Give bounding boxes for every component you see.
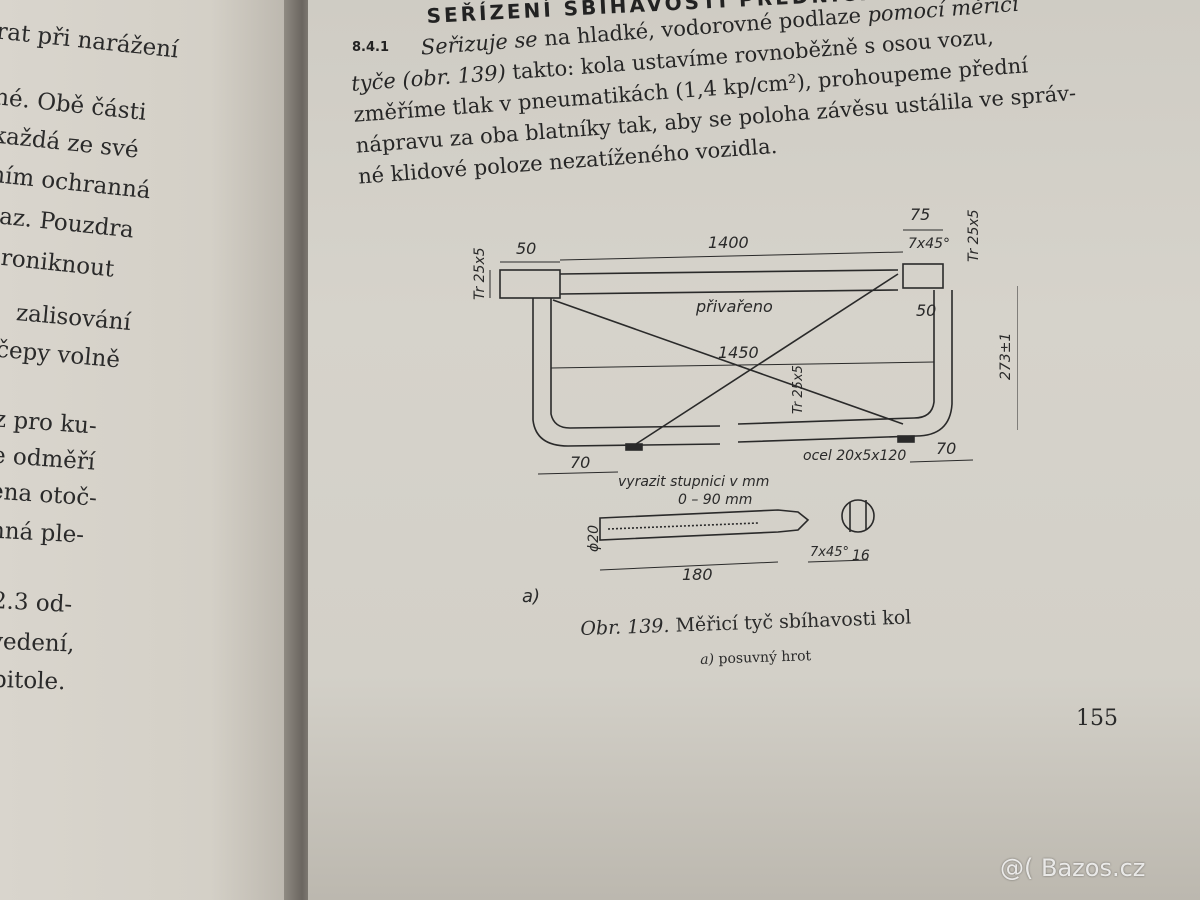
label-range: 0 – 90 mm (678, 492, 752, 508)
section-number: 8.4.1 (352, 40, 390, 55)
dim-1450: 1450 (718, 343, 759, 362)
dim-75: 75 (910, 205, 930, 224)
left-text-line: rat při narážení (0, 18, 180, 64)
dim-1400: 1400 (708, 233, 749, 252)
left-text-line: 2.3 od- (0, 587, 73, 619)
label-a: a) (522, 586, 540, 607)
dim-50-left: 50 (516, 239, 536, 258)
figure-caption: Obr. 139. Měřicí tyč sbíhavosti kol (580, 606, 912, 640)
label-welded: přivařeno (695, 297, 773, 316)
left-text-line: zalisování (15, 300, 132, 336)
left-text-line: e odměří (0, 442, 97, 476)
dim-50-right: 50 (916, 301, 936, 320)
measuring-rod-diagram: 50 1400 75 7x45° Tr 25x5 Tr 25x5 přivaře… (472, 205, 1018, 607)
left-text-line: každá ze své (0, 122, 140, 164)
left-page: rat při narážení né. Obě části každá ze … (0, 0, 300, 900)
right-thread-section (902, 263, 944, 289)
left-thread-section (499, 269, 561, 299)
left-text-line: pitole. (0, 666, 66, 696)
left-text-line: nná ple- (0, 517, 85, 549)
right-page: 8.4.1 SEŘÍZENÍ SBÍHAVOSTI PŘEDNÍCH KOL S… (308, 0, 1200, 900)
tip-cross-section (841, 499, 875, 533)
label-scale: vyrazit stupnici v mm (618, 474, 769, 490)
dim-70-right: 70 (936, 439, 956, 458)
dim-70-left: 70 (570, 453, 590, 472)
left-text-line: ním ochranná (0, 161, 152, 205)
dim-chamfer-bottom: 7x45° (810, 545, 849, 560)
left-text-line: vedení, (0, 628, 75, 658)
dim-thread-mid: Tr 25x5 (791, 365, 806, 414)
left-text-line: raz. Pouzdra (0, 202, 136, 244)
label-steel: ocel 20x5x120 (803, 448, 906, 464)
left-text-line: čepy volně (0, 336, 122, 374)
site-watermark: @( Bazos.cz (1000, 854, 1146, 882)
body-paragraph: Seřizuje se na hladké, vodorovné podlaze… (348, 0, 1157, 193)
dim-thread-left: Tr 25x5 (472, 247, 488, 300)
left-text-line: né. Obě části (0, 84, 148, 126)
dim-16: 16 (852, 548, 870, 564)
dim-273: 273±1 (998, 333, 1014, 380)
dim-chamfer-top: 7x45° (908, 236, 950, 252)
left-text-line: z pro ku- (0, 406, 98, 440)
figure-subcaption: a) posuvný hrot (700, 648, 812, 668)
left-text-line: ena otoč- (0, 478, 98, 512)
dim-thread-right: Tr 25x5 (966, 209, 982, 262)
dim-180: 180 (682, 565, 713, 584)
sliding-tip (599, 509, 810, 541)
dim-diameter: ϕ20 (586, 525, 602, 552)
left-text-line: proniknout (0, 243, 116, 283)
page-number: 155 (1076, 706, 1118, 731)
